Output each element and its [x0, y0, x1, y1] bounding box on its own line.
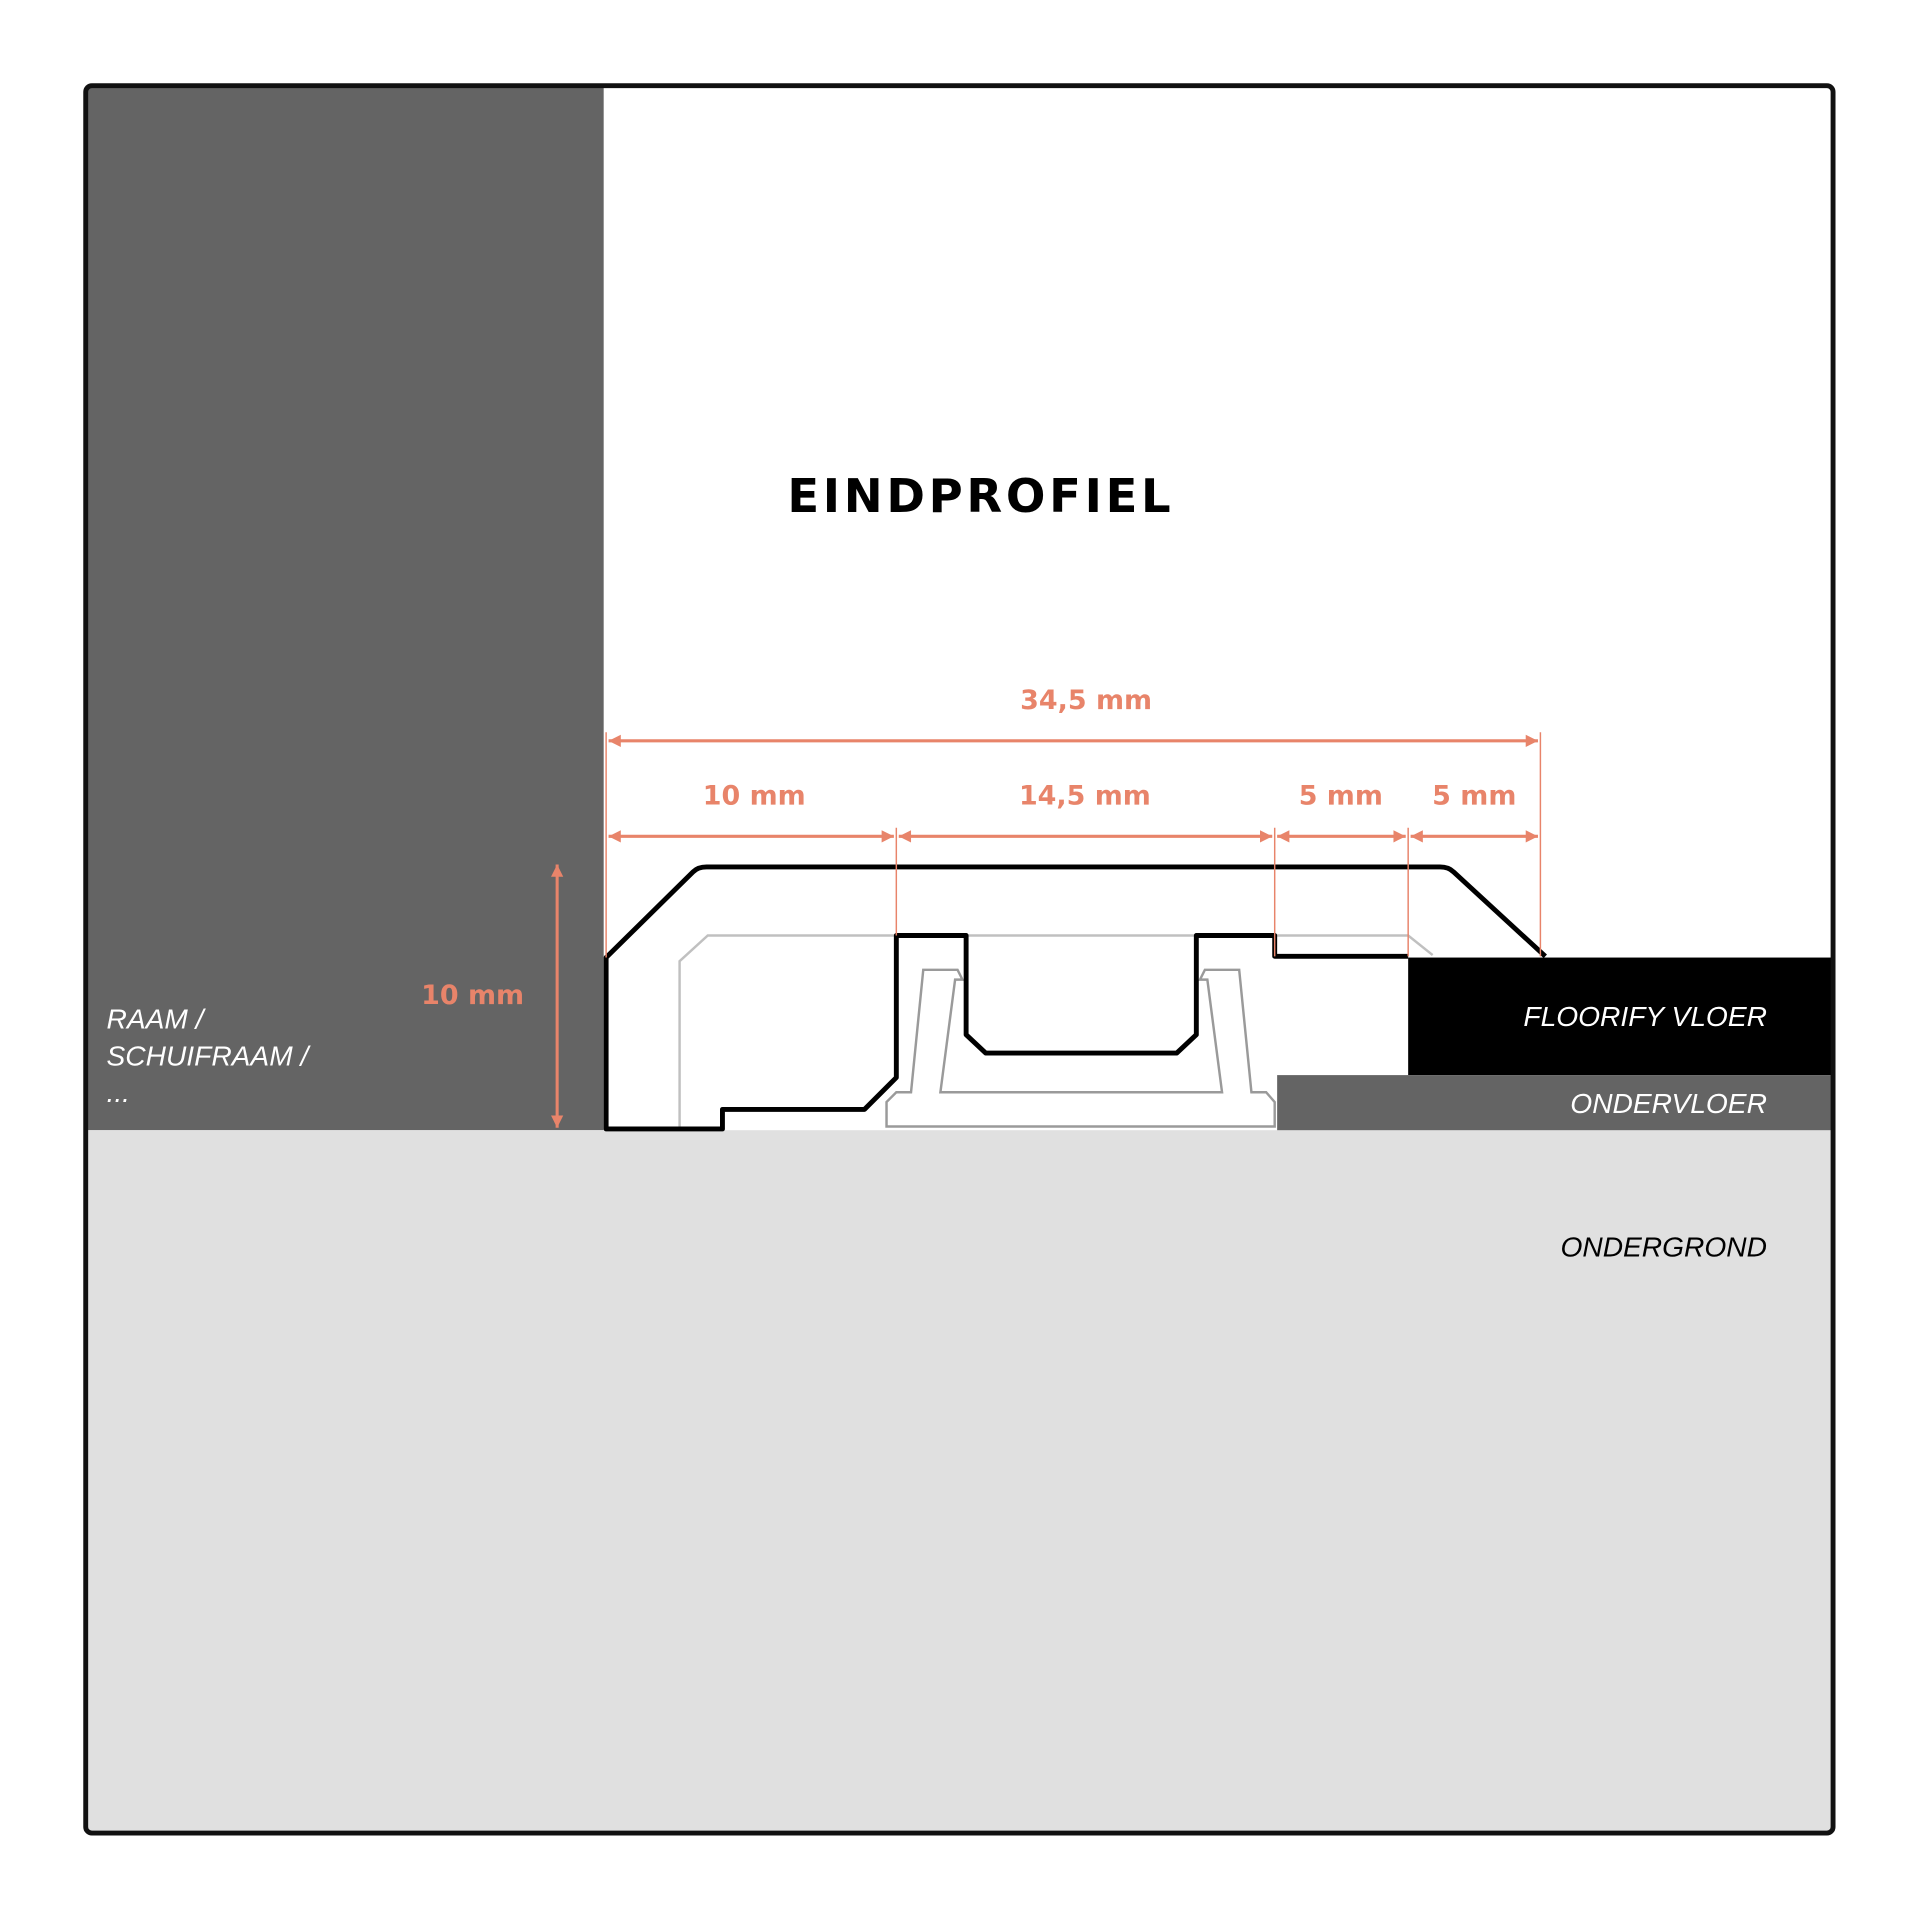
floor-block: [1408, 957, 1834, 1076]
underlay-block: [1277, 1075, 1834, 1131]
segment3-label: 5 mm: [1299, 780, 1383, 811]
height-label: 10 mm: [421, 980, 524, 1011]
segment4-label: 5 mm: [1432, 780, 1516, 811]
mounting-clip: [885, 968, 1276, 1128]
underlay-label: ONDERVLOER: [1570, 1088, 1767, 1119]
end-profile-outline: [603, 864, 1547, 1132]
frame-border: [83, 83, 1836, 1836]
page-title: EINDPROFIEL: [787, 469, 1174, 523]
segment2-label: 14,5 mm: [1019, 780, 1151, 811]
wall-label-line1: RAAM /: [107, 1004, 207, 1035]
subfloor-label: ONDERGROND: [1560, 1231, 1766, 1262]
total-width-label: 34,5 mm: [1020, 685, 1152, 716]
floor-label: FLOORIFY VLOER: [1523, 1001, 1767, 1032]
wall-block: [85, 85, 604, 1131]
wall-label-line2: SCHUIFRAAM /: [107, 1040, 312, 1071]
wall-label-line3: ...: [107, 1077, 130, 1108]
extension-lines: [605, 732, 1542, 958]
profile-hidden-outline: [678, 934, 1434, 1129]
segment1-label: 10 mm: [703, 780, 806, 811]
subfloor-block: [85, 1130, 1834, 1834]
